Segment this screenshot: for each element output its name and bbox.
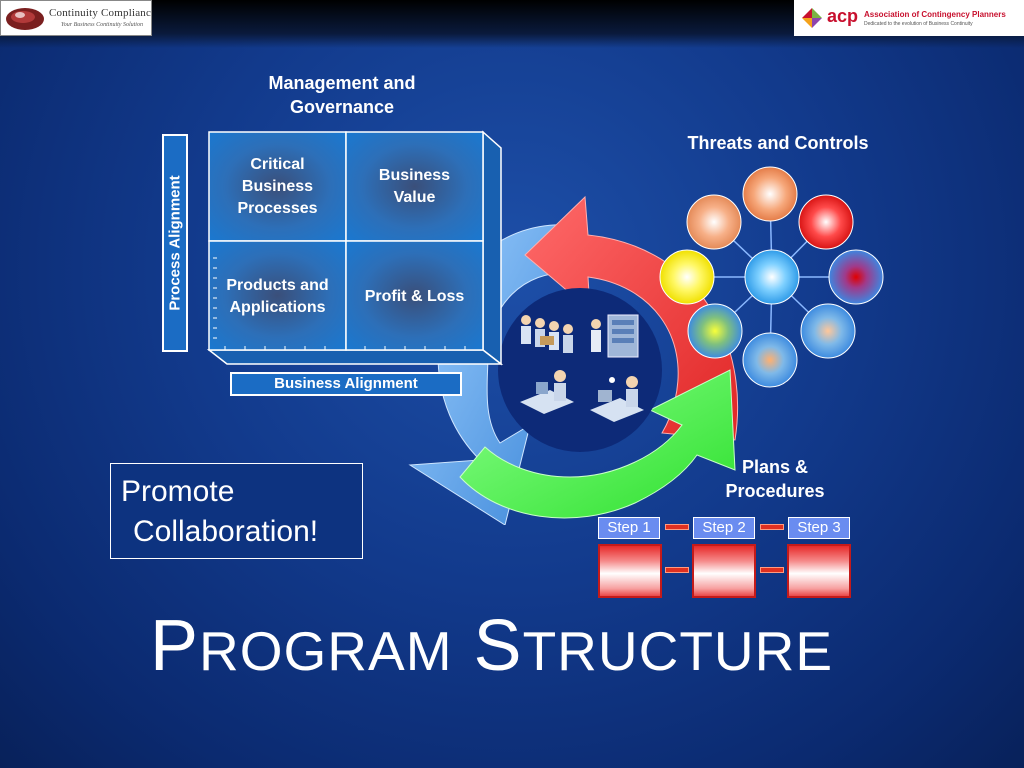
promote-line1: Promote <box>121 475 235 508</box>
promote-collaboration-box: Promote Collaboration! <box>110 463 363 559</box>
matrix-header-line1: Management and <box>268 73 416 93</box>
business-alignment-label: Business Alignment <box>230 372 462 396</box>
matrix-cell-critical <box>208 131 347 242</box>
title-p-cap: P <box>150 606 200 686</box>
cell-critical-line1: Critical <box>250 156 305 173</box>
plans-label: Plans & Procedures <box>700 455 850 503</box>
step-arrow-icon <box>760 524 784 530</box>
cell-products-line1: Products and <box>226 277 329 294</box>
threat-network <box>659 166 884 388</box>
step-arrow-icon <box>665 567 689 573</box>
cell-profit-line1: Profit & Loss <box>364 288 465 305</box>
logo-left-name: Continuity Compliance <box>49 7 152 19</box>
threat-node-top <box>742 166 798 222</box>
plans-label-line1: Plans & <box>741 457 809 477</box>
step-1-box <box>598 544 662 598</box>
cell-profit-text: Profit & Loss <box>346 286 483 308</box>
cell-products-line2: Applications <box>229 299 326 316</box>
lab-worker-icon <box>590 376 644 422</box>
step-2-label: Step 2 <box>693 517 755 539</box>
threat-node-top-right <box>798 194 854 250</box>
threat-node-left <box>659 249 715 305</box>
matrix-cell-value <box>345 131 484 242</box>
acp-leaf-icon <box>802 8 822 28</box>
logo-left-tagline: Your Business Continuity Solution <box>61 22 143 28</box>
acp-mark: acp <box>827 6 859 26</box>
promote-line2: Collaboration! <box>133 515 319 548</box>
threat-node-bottom-right <box>800 303 856 359</box>
process-alignment-bar: Process Alignment <box>162 134 188 352</box>
step-2-box <box>692 544 756 598</box>
acp-tagline: Dedicated to the evolution of Business C… <box>864 21 973 27</box>
step-1-label: Step 1 <box>598 517 660 539</box>
server-person-icon <box>591 314 639 358</box>
step-arrow-icon <box>665 524 689 530</box>
matrix-header: Management and Governance <box>222 71 462 119</box>
matrix-cell-profit <box>345 240 484 351</box>
cycle-arrow-green <box>459 369 736 519</box>
logo-ribbon-icon <box>6 8 44 30</box>
threat-node-right <box>828 249 884 305</box>
slide-title: PROGRAM STRUCTURE <box>150 606 890 691</box>
cell-value-line1: Business <box>378 167 451 184</box>
plans-label-line2: Procedures <box>725 481 825 501</box>
cell-products-text: Products and Applications <box>209 275 346 319</box>
workers-group-icon <box>521 315 573 353</box>
threat-node-center <box>744 249 800 305</box>
continuity-compliance-logo: Continuity Compliance Your Business Cont… <box>0 0 152 36</box>
threat-node-bottom-left <box>687 303 743 359</box>
cell-critical-line2: Business <box>241 178 314 195</box>
threat-node-bottom <box>742 332 798 388</box>
title-s-cap: S <box>473 606 523 686</box>
acp-org-name: Association of Contingency Planners <box>864 10 1006 19</box>
title-p-rest: ROGRAM <box>199 620 453 682</box>
threat-node-top-left <box>686 194 742 250</box>
threats-label: Threats and Controls <box>687 133 869 153</box>
people-clipart <box>520 314 644 422</box>
matrix-cube <box>206 130 504 366</box>
desk-worker-icon <box>520 370 574 414</box>
step-3-label: Step 3 <box>788 517 850 539</box>
process-alignment-label: Process Alignment <box>166 175 184 311</box>
cell-value-line2: Value <box>393 189 436 206</box>
cell-value-text: Business Value <box>346 165 483 209</box>
step-arrow-icon <box>760 567 784 573</box>
step-3-box <box>787 544 851 598</box>
matrix-cell-products <box>208 240 347 351</box>
cell-critical-text: Critical Business Processes <box>209 154 346 220</box>
cell-critical-line3: Processes <box>237 200 318 217</box>
matrix-header-line2: Governance <box>289 97 395 117</box>
title-s-rest: TRUCTURE <box>522 620 834 682</box>
acp-logo: acp Association of Contingency Planners … <box>794 0 1024 36</box>
